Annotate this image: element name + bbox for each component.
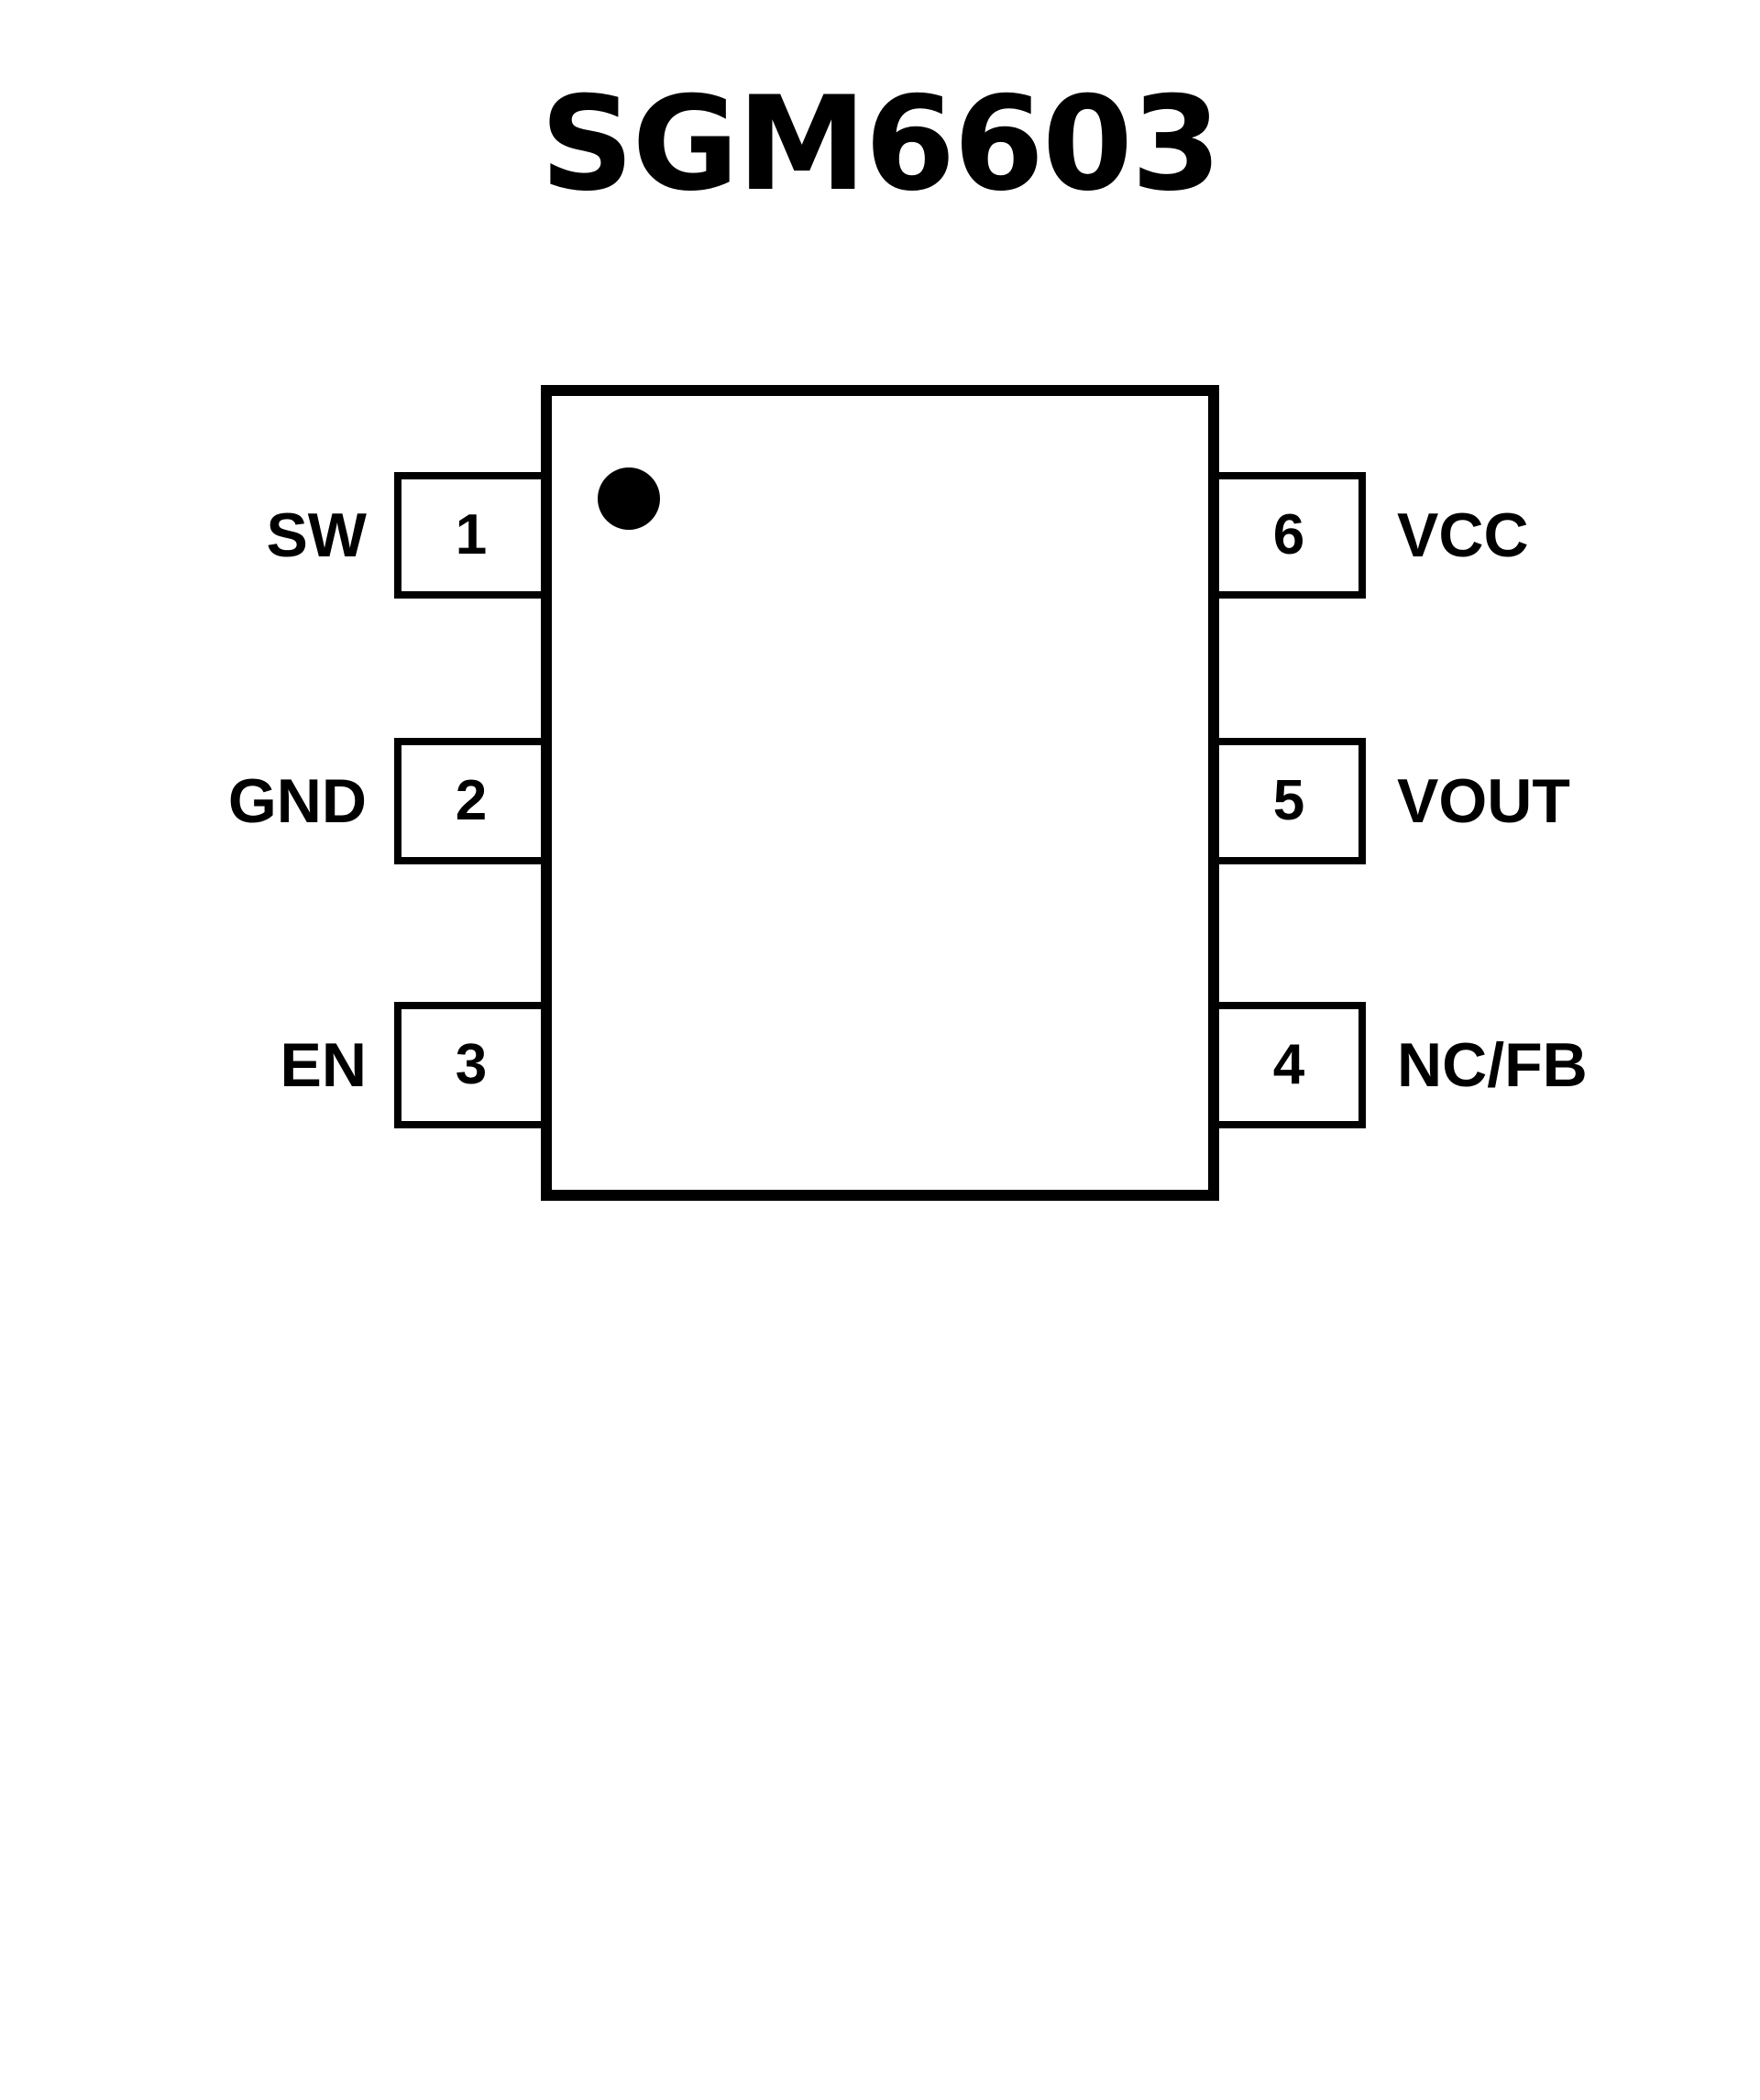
pin1-indicator-dot: [598, 467, 660, 530]
pin-box-4: 4: [1212, 1002, 1366, 1128]
pin-label-ncfb: NC/FB: [1397, 1030, 1588, 1100]
pin-label-sw: SW: [266, 500, 367, 570]
pin-number-4: 4: [1272, 1033, 1305, 1096]
pin-box-3: 3: [394, 1002, 548, 1128]
pin-number-1: 1: [455, 503, 488, 566]
pin-box-1: 1: [394, 472, 548, 599]
pin-box-5: 5: [1212, 738, 1366, 864]
pin-label-vcc: VCC: [1397, 500, 1529, 570]
pin-label-vout: VOUT: [1397, 766, 1570, 836]
pin-box-6: 6: [1212, 472, 1366, 599]
pin-number-3: 3: [455, 1033, 488, 1096]
pin-number-2: 2: [455, 769, 488, 832]
chip-body: [541, 385, 1219, 1201]
pin-label-gnd: GND: [227, 766, 367, 836]
page-title: SGM6603: [540, 69, 1221, 220]
pin-box-2: 2: [394, 738, 548, 864]
pin-label-en: EN: [280, 1030, 367, 1100]
pin-number-5: 5: [1272, 769, 1305, 832]
pin-number-6: 6: [1272, 503, 1305, 566]
